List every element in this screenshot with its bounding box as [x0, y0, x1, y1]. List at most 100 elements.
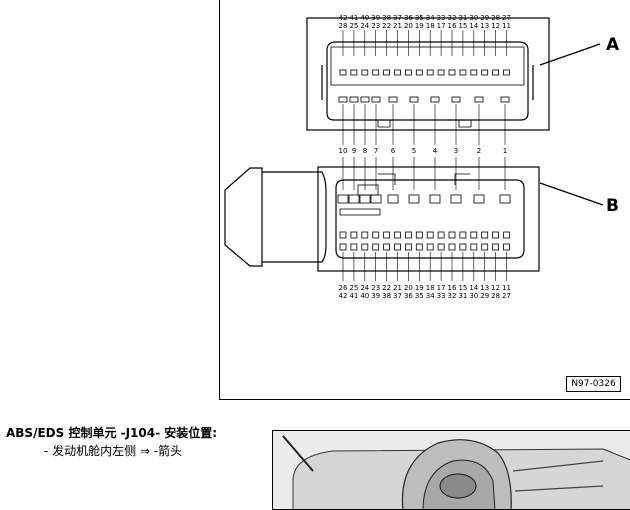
pin-number: 30: [469, 292, 478, 300]
pin-number: 16: [448, 22, 457, 30]
pin: [426, 243, 434, 251]
pin: [350, 243, 358, 251]
label-b: B: [606, 196, 619, 216]
pin: [503, 69, 510, 76]
pin-number: 23: [371, 284, 380, 292]
pin: [470, 243, 478, 251]
pin: [388, 96, 398, 103]
figure-frame: [219, 0, 630, 400]
pin-number: 4: [433, 147, 438, 155]
pin-number: 18: [426, 22, 435, 30]
pin: [459, 69, 467, 76]
pin: [404, 243, 412, 251]
pin: [481, 243, 489, 251]
label-a: A: [606, 35, 620, 55]
pin-number: 42: [339, 292, 348, 300]
pin-number: 26: [339, 284, 348, 292]
pin: [408, 194, 420, 204]
pin: [394, 243, 401, 251]
pin-number: 17: [437, 22, 446, 30]
pin: [370, 194, 382, 204]
pin-number: 25: [349, 284, 358, 292]
pin: [459, 231, 467, 239]
pin: [492, 243, 500, 251]
pin: [492, 69, 500, 76]
pin-number: 6: [391, 147, 396, 155]
pin: [481, 231, 489, 239]
pin: [448, 69, 456, 76]
pin-number: 13: [480, 22, 489, 30]
pin: [350, 69, 358, 76]
pin-number: 23: [371, 22, 380, 30]
pin: [348, 194, 360, 204]
pin-number: 21: [393, 284, 402, 292]
pin: [473, 194, 485, 204]
pin: [430, 96, 440, 103]
pin-number: 25: [349, 22, 358, 30]
pin: [481, 69, 489, 76]
pin: [383, 231, 391, 239]
pin: [360, 96, 370, 103]
pin-number: 22: [382, 284, 391, 292]
pin: [450, 194, 462, 204]
pin-number: 24: [360, 284, 369, 292]
pin: [339, 69, 347, 76]
pin-number: 36: [404, 292, 413, 300]
pin-number: 38: [382, 292, 391, 300]
pin: [372, 243, 380, 251]
pin: [451, 96, 461, 103]
pin: [339, 243, 347, 251]
pin: [409, 96, 419, 103]
pin-number: 12: [491, 22, 500, 30]
pin: [500, 96, 510, 103]
pin: [404, 231, 412, 239]
pin-number: 19: [415, 22, 424, 30]
pin-leader-lines: [342, 30, 507, 281]
pin-number: 28: [491, 292, 500, 300]
pin-number: 33: [437, 292, 446, 300]
pin: [459, 243, 467, 251]
pin: [474, 96, 484, 103]
pin-number: 20: [404, 22, 413, 30]
pin-number: 27: [502, 292, 511, 300]
pin: [383, 243, 391, 251]
pin: [387, 194, 399, 204]
pin-number: 14: [469, 284, 478, 292]
pin: [350, 231, 358, 239]
pin: [415, 243, 423, 251]
connector-b-pins: [337, 194, 511, 204]
pin: [437, 69, 445, 76]
connector-b-lower-pins: [339, 231, 510, 251]
pin-number: 10: [339, 147, 348, 155]
pin-number: 18: [426, 284, 435, 292]
pin: [429, 194, 441, 204]
pin-number: 2: [477, 147, 481, 155]
pin-number: 41: [349, 292, 358, 300]
callout-line-b: [539, 182, 604, 206]
pin-number: 37: [393, 292, 402, 300]
pin: [470, 69, 478, 76]
pin: [448, 231, 456, 239]
pin: [503, 231, 510, 239]
connector-a: [306, 17, 550, 131]
pin: [492, 231, 500, 239]
figure-code: N97-0326: [566, 376, 621, 392]
callout-line-a: [539, 43, 601, 66]
installation-photo: [272, 430, 630, 510]
pin-number: 16: [448, 284, 457, 292]
pin: [361, 231, 369, 239]
pin: [359, 194, 371, 204]
pin-number: 13: [480, 284, 489, 292]
pin: [404, 69, 412, 76]
photo-drawing: [273, 431, 630, 509]
pin-number: 3: [454, 147, 458, 155]
pin: [426, 69, 434, 76]
pin-number: 14: [469, 22, 478, 30]
pin: [339, 231, 347, 239]
pin: [470, 231, 478, 239]
pin-number: 20: [404, 284, 413, 292]
pin: [372, 69, 380, 76]
